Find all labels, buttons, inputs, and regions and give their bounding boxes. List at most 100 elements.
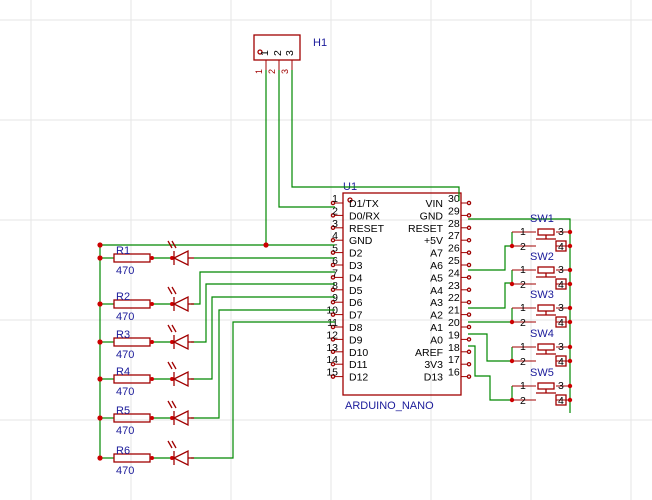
resistor-designator: R5 [116, 405, 130, 417]
junction-dot [150, 340, 154, 344]
resistor-designator: R3 [116, 329, 130, 341]
arduino-left-pin-num: 4 [332, 230, 338, 242]
arduino-left-pin-name: D5 [349, 285, 363, 297]
arduino-right-pin-name: A5 [430, 272, 443, 284]
arduino-right-pin-name: A1 [430, 322, 443, 334]
arduino-right-pin-name: 3V3 [424, 359, 443, 371]
arduino-left-pin-name: D0/RX [349, 210, 380, 222]
led-light-arrows-icon [167, 361, 177, 370]
wire-a0-sw-extra [468, 345, 512, 401]
header-h1[interactable]: 1 2 3 1 2 3 H1 [253, 34, 327, 74]
resistor-value: 470 [116, 465, 134, 477]
wire-a6-sw2 [468, 245, 512, 271]
switch-pin-2: 2 [520, 279, 526, 291]
junction-dot [567, 305, 573, 311]
arduino-right-pin-26-end [466, 250, 472, 255]
junction-dot [97, 339, 103, 345]
junction-dot [97, 376, 103, 382]
arduino-right-pin-17-end [466, 361, 472, 367]
arduino-right-pin-num: 17 [448, 354, 460, 366]
junction-dot [97, 415, 103, 421]
arduino-left-pin-name: D6 [349, 297, 363, 309]
junction-dot [97, 301, 103, 307]
arduino-right-pin-22-end [466, 299, 472, 305]
header-pin-2: 2 [272, 50, 284, 56]
junction-dot [509, 281, 515, 287]
switch-pin-4: 4 [558, 317, 564, 329]
switch-designator: SW5 [530, 367, 554, 379]
switch-actuator-icon [537, 266, 555, 274]
switch-designator: SW1 [530, 213, 554, 225]
arduino-left-pin-num: 2 [332, 205, 338, 217]
arduino-right-pin-27-end [466, 237, 472, 243]
arduino-left-pin-num: 7 [332, 267, 338, 279]
arduino-right-pin-28-end [466, 225, 472, 231]
arduino-left-pin-name: GND [349, 235, 373, 247]
arduino-left-pin-8-end [330, 287, 336, 293]
arduino-left-pin-6-end [330, 262, 336, 268]
arduino-left-pin-name: D3 [349, 260, 363, 272]
arduino-right-pin-19-end [466, 337, 472, 342]
junction-dot [567, 319, 573, 325]
arduino-body [342, 192, 462, 396]
wire-d4-led3 [191, 283, 335, 343]
arduino-right-pin-num: 16 [448, 367, 460, 379]
junction-dot [150, 302, 154, 306]
arduino-left-pin-14-end [330, 361, 336, 367]
switch-pin-3: 3 [558, 380, 564, 392]
arduino-right-pin-16-end [466, 374, 472, 379]
arduino-left-pin-name: D12 [349, 372, 368, 384]
arduino-left-pin-name: D4 [349, 272, 363, 284]
header-pin-1: 1 [259, 50, 271, 56]
junction-dot [567, 229, 573, 235]
junction-dot [567, 383, 573, 389]
arduino-right-pin-name: GND [420, 210, 444, 222]
arduino-left-pin-2-end [330, 213, 336, 218]
wires [99, 70, 571, 459]
arduino-left-pin-name: D1/TX [349, 198, 379, 210]
arduino-left-pin-7-end [330, 275, 336, 280]
arduino-left-pin-name: RESET [349, 223, 385, 235]
arduino-left-pin-15-end [330, 374, 336, 379]
switch-actuator-icon [537, 304, 555, 312]
switch-actuator-icon [537, 228, 555, 236]
wire-d5-led4 [191, 296, 335, 380]
switch-designator: SW3 [530, 289, 554, 301]
switch-pin4-box [555, 355, 567, 367]
arduino-right-pin-num: 22 [448, 292, 460, 304]
resistor-value: 470 [116, 311, 134, 323]
arduino-left-pin-num: 9 [332, 292, 338, 304]
led-diode-icon [172, 295, 189, 313]
junction-dot [170, 256, 174, 260]
arduino-left-pin-num: 12 [326, 329, 338, 341]
arduino-left-pin-4-end [330, 237, 336, 243]
switch-designator: SW4 [530, 328, 554, 340]
arduino-right-pin-20-end [466, 324, 472, 330]
arduino-right-pin-name: A2 [430, 310, 443, 322]
arduino-left-pin-num: 13 [326, 342, 338, 354]
junction-dot [150, 377, 154, 381]
arduino-left-pin-11-end [330, 324, 336, 330]
switch-pin-3: 3 [558, 226, 564, 238]
arduino-left-pin-9-end [330, 299, 336, 305]
resistor-value: 470 [116, 265, 134, 277]
arduino-left-pin-num: 8 [332, 280, 338, 292]
junction-dot [567, 243, 573, 249]
switch-pin-3: 3 [558, 264, 564, 276]
junction-dot [97, 255, 103, 261]
arduino-right-pin-name: A6 [430, 260, 443, 272]
resistor-designator: R4 [116, 366, 130, 378]
junction-dot [509, 243, 515, 249]
